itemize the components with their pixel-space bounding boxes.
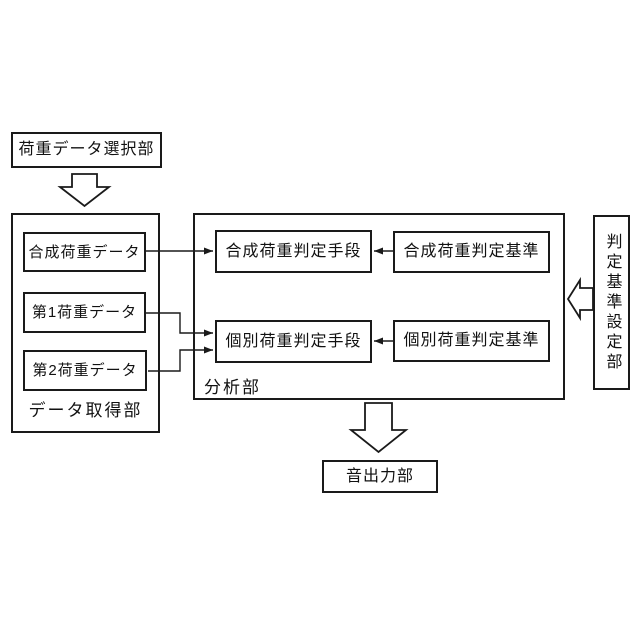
data-acquisition-label-wrap: データ取得部: [11, 396, 160, 421]
data-acquisition-label: データ取得部: [28, 401, 143, 420]
sound-output-box: 音出力部: [322, 460, 438, 493]
individual-load-judgment-means-box: 個別荷重判定手段: [215, 320, 372, 363]
analysis-label-text: 分析部: [204, 378, 261, 397]
composite-load-judgment-criteria-box: 合成荷重判定基準: [393, 231, 550, 273]
sound-output-label: 音出力部: [345, 467, 414, 485]
composite-load-judgment-means-box: 合成荷重判定手段: [215, 230, 372, 273]
individual-load-judgment-criteria-box: 個別荷重判定基準: [393, 320, 550, 362]
block-arrow-setting-to-analysis: [566, 276, 594, 322]
first-load-data-label: 第1荷重データ: [31, 304, 138, 321]
second-load-data-label: 第2荷重データ: [32, 362, 138, 379]
individual-load-judgment-means-label: 個別荷重判定手段: [225, 332, 362, 350]
composite-load-judgment-means-label: 合成荷重判定手段: [225, 242, 362, 260]
individual-load-judgment-criteria-label: 個別荷重判定基準: [403, 332, 540, 349]
criteria-setting-label: 判定基準設定部: [603, 232, 621, 373]
criteria-setting-box: 判定基準設定部: [593, 215, 630, 390]
composite-load-data-label: 合成荷重データ: [28, 243, 141, 261]
load-data-selector-box: 荷重データ選択部: [11, 132, 162, 168]
load-data-selector-label: 荷重データ選択部: [18, 141, 155, 158]
composite-load-judgment-criteria-label: 合成荷重判定基準: [403, 243, 540, 260]
block-arrow-analysis-to-sound-output: [348, 402, 409, 454]
block-arrow-selector-to-acquisition: [57, 173, 112, 208]
composite-load-data-box: 合成荷重データ: [23, 232, 146, 272]
second-load-data-box: 第2荷重データ: [23, 350, 147, 391]
analysis-label: 分析部: [204, 373, 261, 398]
first-load-data-box: 第1荷重データ: [23, 292, 146, 333]
